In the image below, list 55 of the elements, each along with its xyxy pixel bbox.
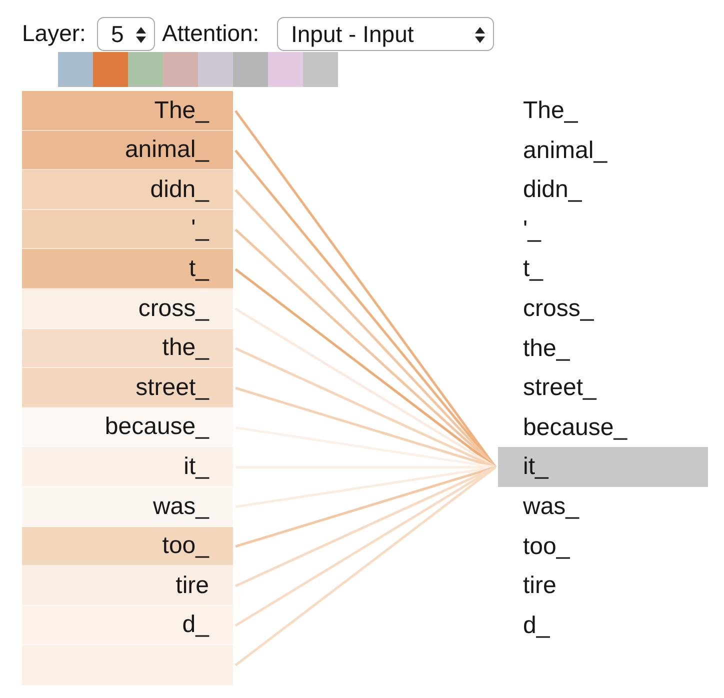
token-text: it_ (184, 452, 209, 480)
token-text: d_ (523, 612, 550, 640)
token-weight-cell (22, 210, 233, 250)
attention-line (234, 466, 496, 588)
token-text: was_ (523, 493, 580, 521)
token-text: animal_ (124, 136, 209, 164)
token-text: the_ (523, 334, 570, 362)
token-weight-cell (22, 328, 233, 368)
token-weight-cell (22, 249, 233, 289)
token-text: too_ (523, 532, 570, 560)
token-text: was_ (152, 492, 209, 520)
selected-token-cell (498, 447, 708, 487)
token-text: cross_ (523, 295, 594, 323)
token-weight-cell (22, 606, 233, 646)
token-weight-cell (22, 487, 233, 527)
attention-line (235, 466, 496, 548)
token-text: it_ (523, 453, 548, 481)
token-weight-cell (22, 170, 233, 210)
token-text: animal_ (523, 136, 608, 164)
field-label: Layer: (22, 20, 86, 46)
attention-line (234, 466, 496, 666)
token-weight-cell (22, 289, 233, 329)
token-weight-cell (22, 408, 233, 448)
token-text: didn_ (150, 176, 209, 204)
token-text: '_ (523, 216, 541, 244)
token-weight-cell (22, 130, 233, 170)
attention-line (234, 268, 496, 468)
layer-dropdown: 5 (97, 17, 155, 51)
token-text: tire (523, 572, 556, 600)
token-text: because_ (104, 413, 209, 441)
token-text: didn_ (523, 176, 582, 204)
token-weight-cell (22, 566, 233, 606)
attention-line (235, 386, 496, 468)
token-text: cross_ (138, 294, 209, 322)
attention-line (235, 426, 496, 468)
token-text: t_ (188, 254, 209, 282)
token-text: the_ (162, 334, 209, 362)
token-text: street_ (523, 374, 596, 402)
token-text: d_ (182, 611, 209, 639)
token-text: t_ (523, 255, 544, 283)
token-text: street_ (136, 374, 209, 402)
token-text: tire (176, 572, 209, 600)
field-label: Attention: (162, 20, 260, 46)
token-text: because_ (523, 414, 628, 442)
token-text: '_ (191, 215, 209, 243)
attention-line (234, 347, 496, 468)
token-text: The_ (523, 97, 578, 125)
empty-token-cell (22, 645, 233, 685)
attention-dropdown: Input - Input (277, 17, 494, 51)
token-weight-cell (22, 368, 233, 408)
attention-line (234, 308, 496, 468)
token-text: too_ (162, 532, 209, 560)
token-weight-cell (22, 526, 233, 566)
token-text: The_ (154, 96, 209, 124)
token-weight-cell (22, 91, 233, 131)
